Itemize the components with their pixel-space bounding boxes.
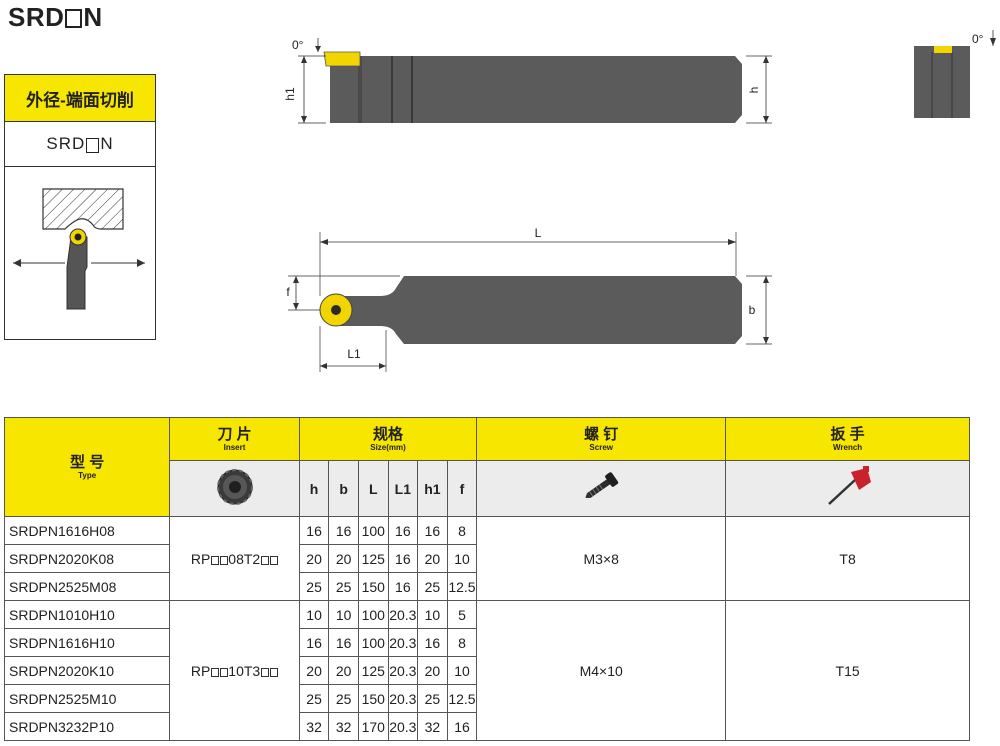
cell-L: 100 (357, 516, 389, 545)
insert-image-cell (169, 460, 300, 517)
cell-L: 125 (357, 544, 389, 573)
cell-L1: 16 (387, 544, 419, 573)
table-row-type: SRDPN1616H08 (3, 516, 171, 545)
cell-h1: 20 (417, 544, 448, 573)
cell-h: 25 (298, 684, 330, 713)
wrench-header: 扳 手 Wrench (725, 417, 970, 461)
cell-h: 32 (298, 712, 330, 741)
col-b: b (328, 460, 359, 517)
cell-L: 150 (357, 572, 389, 601)
spec-table: 型 号 Type 刀 片 Insert 规格 Size(mm) 螺 钉 Scre… (3, 417, 970, 741)
dim-b-label: b (749, 303, 756, 317)
screw-image-cell (476, 460, 727, 517)
cell-L1: 20.3 (387, 628, 419, 657)
table-row-type: SRDPN1010H10 (3, 600, 171, 629)
cell-L: 125 (357, 656, 389, 685)
end-view: 0° (914, 30, 996, 118)
cell-h1: 32 (417, 712, 448, 741)
dim-h-label: h (747, 87, 761, 94)
cell-b: 20 (328, 656, 359, 685)
cell-L1: 20.3 (387, 600, 419, 629)
cell-f: 10 (446, 544, 478, 573)
dim-L1-label: L1 (347, 347, 361, 361)
cell-h1: 16 (417, 628, 448, 657)
top-view: 0° h1 h (283, 38, 772, 124)
cell-f: 12.5 (446, 684, 478, 713)
angle-label-end: 0° (972, 32, 984, 46)
insert-icon (216, 469, 253, 505)
type-header: 型 号 Type (3, 417, 171, 517)
machining-illustration (13, 188, 145, 310)
wrench-icon (827, 466, 871, 505)
cell-b: 16 (328, 516, 359, 545)
front-view: L f b L1 (286, 226, 772, 372)
cell-f: 5 (446, 600, 478, 629)
cell-b: 20 (328, 544, 359, 573)
table-row-type: SRDPN3232P10 (3, 712, 171, 741)
dim-h1-label: h1 (283, 87, 297, 101)
cell-f: 10 (446, 656, 478, 685)
wrench-group-2: T15 (725, 600, 970, 741)
cell-L: 100 (357, 628, 389, 657)
table-row-type: SRDPN1616H10 (3, 628, 171, 657)
cell-L1: 16 (387, 516, 419, 545)
size-header: 规格 Size(mm) (298, 417, 478, 461)
cell-L1: 20.3 (387, 684, 419, 713)
cell-h1: 20 (417, 656, 448, 685)
cell-L: 170 (357, 712, 389, 741)
cell-b: 10 (328, 600, 359, 629)
cell-h1: 25 (417, 572, 448, 601)
cell-h1: 25 (417, 684, 448, 713)
col-f: f (446, 460, 478, 517)
cell-b: 32 (328, 712, 359, 741)
cell-f: 8 (446, 516, 478, 545)
col-L: L (357, 460, 389, 517)
cell-h: 20 (298, 544, 330, 573)
cell-h1: 16 (417, 516, 448, 545)
wrench-image-cell (725, 460, 970, 517)
cell-f: 16 (446, 712, 478, 741)
cell-L1: 16 (387, 572, 419, 601)
cell-h: 10 (298, 600, 330, 629)
cell-b: 16 (328, 628, 359, 657)
cell-b: 25 (328, 572, 359, 601)
cell-L: 100 (357, 600, 389, 629)
cell-f: 8 (446, 628, 478, 657)
dim-f-label: f (286, 285, 290, 299)
screw-icon (585, 472, 619, 499)
cell-h: 16 (298, 516, 330, 545)
cell-L1: 20.3 (387, 712, 419, 741)
col-L1: L1 (387, 460, 419, 517)
screw-header: 螺 钉 Screw (476, 417, 727, 461)
insert-header: 刀 片 Insert (169, 417, 300, 461)
col-h1: h1 (417, 460, 448, 517)
cell-L: 150 (357, 684, 389, 713)
table-row-type: SRDPN2525M10 (3, 684, 171, 713)
table-row-type: SRDPN2020K10 (3, 656, 171, 685)
table-row-type: SRDPN2020K08 (3, 544, 171, 573)
dim-L-label: L (535, 226, 542, 240)
placeholder-box (65, 9, 83, 28)
cell-h: 16 (298, 628, 330, 657)
cell-L1: 20.3 (387, 656, 419, 685)
screw-group-1: M3×8 (476, 516, 727, 601)
cell-b: 25 (328, 684, 359, 713)
cell-h: 20 (298, 656, 330, 685)
cell-h1: 10 (417, 600, 448, 629)
cell-f: 12.5 (446, 572, 478, 601)
tool-drawing: 0° h1 h 0° L (283, 30, 996, 372)
angle-label-top: 0° (292, 38, 304, 52)
screw-group-2: M4×10 (476, 600, 727, 741)
table-row-type: SRDPN2525M08 (3, 572, 171, 601)
cell-h: 25 (298, 572, 330, 601)
wrench-group-1: T8 (725, 516, 970, 601)
col-h: h (298, 460, 330, 517)
category-label: 外径-端面切削 (5, 75, 155, 122)
